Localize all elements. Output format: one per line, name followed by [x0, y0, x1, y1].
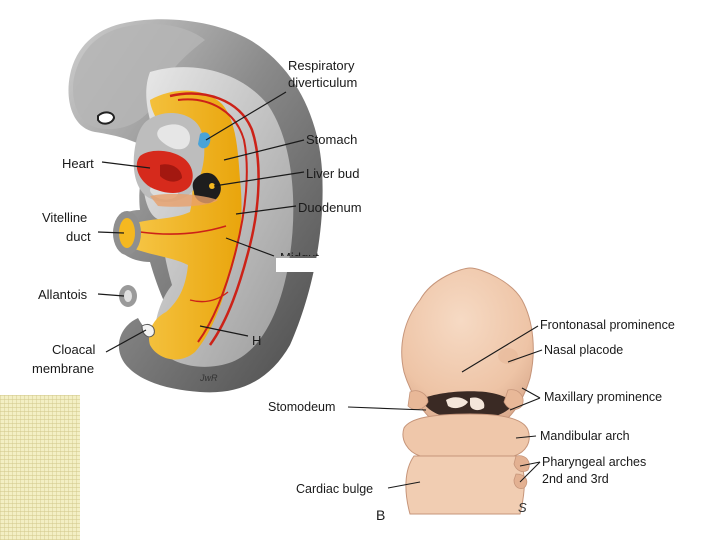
label-stomach: Stomach	[306, 132, 358, 147]
label-hindgut: H	[252, 333, 262, 348]
label-pharyngeal-arches-line2: 2nd and 3rd	[542, 472, 609, 486]
head-region	[73, 24, 205, 130]
vitelline-vessel	[177, 98, 248, 343]
mandibular-arch-shape	[402, 413, 530, 457]
vitelline-duct-lumen	[119, 218, 135, 248]
label-vitelline-duct-line1: Vitelline	[42, 210, 88, 225]
respiratory-diverticulum-shape	[198, 132, 211, 149]
leader-lines-b	[347, 325, 543, 489]
decorative-pattern	[0, 395, 80, 540]
label-cloacal-membrane-line2: membrane	[32, 361, 95, 376]
umbilical-vessel	[189, 291, 229, 303]
heart-shade	[160, 164, 182, 182]
label-clip-mask	[276, 258, 346, 272]
label-respiratory-diverticulum-line2: diverticulum	[288, 75, 358, 90]
maxillary-left	[407, 390, 429, 410]
label-vitelline-duct-line2: duct	[66, 229, 91, 244]
oral-membrane-1	[446, 397, 468, 409]
label-cloacal-membrane-line1: Cloacal	[52, 342, 96, 357]
label-duodenum: Duodenum	[298, 200, 362, 215]
label-nasal-placode: Nasal placode	[544, 343, 624, 357]
label-frontonasal-prominence: Frontonasal prominence	[540, 318, 675, 332]
pericardial-highlight	[157, 124, 190, 150]
label-allantois: Allantois	[38, 287, 88, 302]
signature-b: S	[518, 500, 527, 515]
liver-bud-shape	[192, 172, 221, 204]
label-pharyngeal-arches-line1: Pharyngeal arches	[542, 455, 647, 469]
frontonasal-dome	[401, 267, 534, 419]
pharyngeal-arch-2	[513, 455, 530, 472]
label-mandibular-arch: Mandibular arch	[540, 429, 630, 443]
label-respiratory-diverticulum-line1: Respiratory	[288, 58, 355, 73]
label-stomodeum: Stomodeum	[268, 400, 336, 414]
label-heart: Heart	[62, 156, 94, 171]
allantois-lumen	[124, 290, 132, 302]
label-maxillary-prominence: Maxillary prominence	[544, 390, 663, 404]
maxillary-right	[503, 389, 524, 410]
label-liver-bud: Liver bud	[306, 166, 360, 181]
optic-vesicle	[97, 111, 116, 125]
label-midgut: Midgut	[280, 250, 319, 256]
panel-letter-b: B	[376, 507, 386, 523]
dorsal-aorta	[169, 92, 260, 346]
label-cardiac-bulge: Cardiac bulge	[296, 482, 374, 496]
liver-bud-lumen	[209, 183, 215, 189]
signature-a: JwR	[200, 373, 218, 383]
septum-transversum	[150, 193, 218, 207]
cardiac-bulge-shape	[405, 455, 525, 515]
oral-membrane-2	[470, 397, 485, 411]
stomodeum-shape	[424, 391, 514, 420]
leader-lines-a	[97, 91, 305, 353]
vitelline-artery	[139, 225, 227, 235]
cloacal-membrane-shape	[141, 323, 155, 338]
gut-tube	[123, 90, 242, 360]
